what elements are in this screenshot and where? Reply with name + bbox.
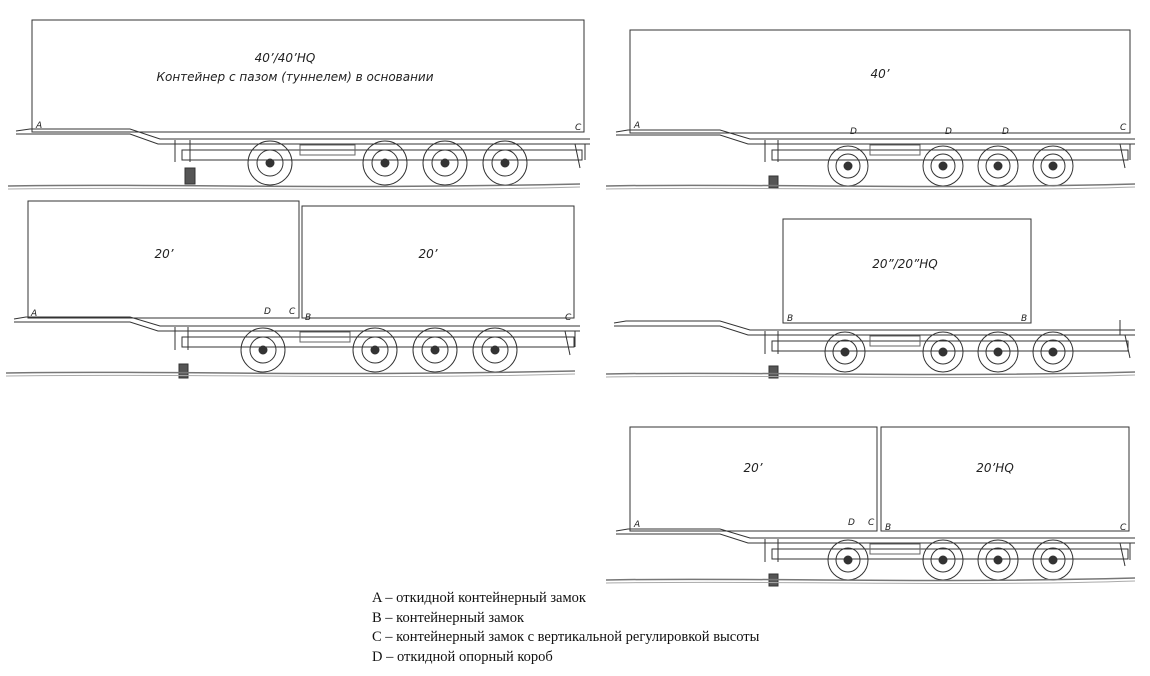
container-label: 40’ xyxy=(870,67,889,81)
marker-label: C xyxy=(1120,123,1127,133)
marker-label: D xyxy=(1002,127,1009,137)
legend-item-d: D – откидной опорный короб xyxy=(372,648,553,665)
wheels xyxy=(240,327,518,373)
container-20ft xyxy=(629,426,878,532)
container-label: 20’ xyxy=(743,461,762,475)
wheels xyxy=(827,539,1074,581)
marker-label: C xyxy=(565,313,572,323)
marker-label: C xyxy=(575,123,582,133)
legend-item-a: A – откидной контейнерный замок xyxy=(372,590,586,606)
container-label: 20’ xyxy=(154,247,173,261)
marker-label: B xyxy=(787,314,793,324)
container-label: 20”/20”HQ xyxy=(872,257,937,271)
wheels xyxy=(827,145,1074,187)
marker-label: B xyxy=(305,313,311,323)
container-20ft-front xyxy=(27,200,300,319)
legend-item-c: C – контейнерный замок с вертикальной ре… xyxy=(372,629,760,646)
marker-label: A xyxy=(633,520,640,530)
wheels xyxy=(824,331,1074,373)
container-label: 20’ xyxy=(418,247,437,261)
diagram-20ft-center xyxy=(605,218,1136,379)
container-20hq xyxy=(880,426,1130,532)
marker-label: B xyxy=(1021,314,1027,324)
marker-label: C xyxy=(1120,523,1127,533)
marker-label: C xyxy=(868,518,875,528)
legend: A – откидной контейнерный замок B – конт… xyxy=(372,589,759,667)
container-label: 20’HQ xyxy=(976,461,1014,475)
container-label: Контейнер с пазом (туннелем) в основании xyxy=(156,70,433,84)
diagram-40ft-right xyxy=(605,29,1136,191)
marker-label: D xyxy=(848,518,855,528)
diagram-2x20ft xyxy=(5,200,580,379)
marker-label: D xyxy=(264,307,271,317)
container-40ft xyxy=(31,19,585,133)
container-20ft-center xyxy=(782,218,1032,324)
wheels xyxy=(247,140,528,186)
container-40ft xyxy=(629,29,1131,134)
marker-label: D xyxy=(945,127,952,137)
marker-label: A xyxy=(35,121,42,131)
marker-label: A xyxy=(633,121,640,131)
diagram-40ft xyxy=(7,19,590,191)
diagram-20ft-20hq xyxy=(605,426,1136,587)
marker-label: B xyxy=(885,523,891,533)
marker-label: C xyxy=(289,307,296,317)
legend-item-b: B – контейнерный замок xyxy=(372,609,524,626)
marker-label: A xyxy=(30,309,37,319)
container-20ft-rear xyxy=(301,205,575,319)
container-label: 40’/40’HQ xyxy=(255,51,316,65)
marker-label: D xyxy=(850,127,857,137)
